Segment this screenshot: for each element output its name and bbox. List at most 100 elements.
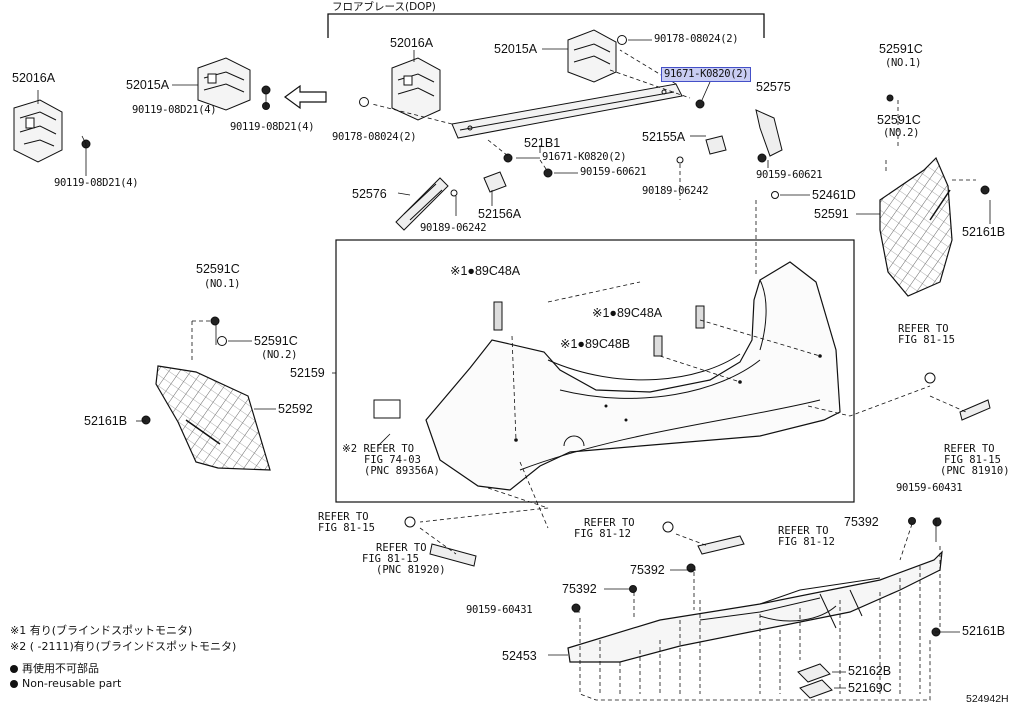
ref-line: FIG 81-15 [362, 553, 419, 565]
part-52169C [799, 679, 833, 699]
reflector-left [429, 543, 477, 567]
note-non-reusable-en: Non-reusable part [10, 677, 121, 690]
retainer-52155A [705, 135, 727, 155]
part-label-52461D[interactable]: 52461D [812, 188, 856, 202]
refer-fig-81-15-right-bottom[interactable]: REFER TO FIG 81-15 (PNC 81910) [940, 443, 1010, 477]
ref-line: ※2 REFER TO [342, 443, 415, 455]
ref-line: FIG 81-15 [944, 454, 1001, 466]
ref-line: REFER TO [376, 542, 427, 554]
refer-fig-81-12-b[interactable]: REFER TO FIG 81-12 [778, 526, 835, 548]
ref-line: FIG 81-15 [898, 334, 955, 346]
part-label-90119-mid-a[interactable]: 90119-08D21(4) [132, 104, 217, 116]
part-label-90119-mid-b[interactable]: 90119-08D21(4) [230, 121, 315, 133]
ref-line: (PNC 81910) [940, 465, 1010, 477]
part-label-90119-left[interactable]: 90119-08D21(4) [54, 177, 139, 189]
part-label-52015A-mid[interactable]: 52015A [126, 78, 170, 92]
part-label-90159-60431-left[interactable]: 90159-60431 [466, 604, 533, 616]
part-label-52159[interactable]: 52159 [290, 366, 325, 380]
part-label-52156A[interactable]: 52156A [478, 207, 522, 221]
part-label-52169C[interactable]: 52169C [848, 681, 892, 695]
note-non-reusable-jp: 再使用不可部品 [10, 660, 99, 676]
ref-line: REFER TO [584, 517, 635, 529]
refer-fig-81-12-a[interactable]: REFER TO FIG 81-12 [574, 518, 635, 540]
part-label-91671-highlighted[interactable]: 91671-K0820(2) [660, 67, 752, 82]
part-label-52161B-right[interactable]: 52161B [962, 225, 1006, 239]
part-label-89C48A-b[interactable]: ※1●89C48A [592, 306, 663, 320]
ref-line: REFER TO [778, 525, 829, 537]
lower-spoiler-52453 [567, 550, 943, 663]
mudguard-52592 [155, 365, 271, 471]
part-label-52155A[interactable]: 52155A [642, 130, 686, 144]
refer-fig-81-15-left-a[interactable]: REFER TO FIG 81-15 [318, 512, 375, 534]
bracket-52015A-top [567, 29, 617, 83]
ref-line: REFER TO [898, 323, 949, 335]
part-label-52161B-bottom[interactable]: 52161B [962, 624, 1006, 638]
bolts [81, 35, 990, 637]
part-label-91671-mid[interactable]: 91671-K0820(2) [542, 151, 627, 163]
garnish-81-12 [697, 535, 745, 555]
bullet-icon [10, 665, 18, 673]
part-label-90178-top[interactable]: 90178-08024(2) [654, 33, 739, 45]
ref-line: (PNC 81920) [376, 564, 446, 576]
ref-line: FIG 81-15 [318, 522, 375, 534]
part-label-52162B[interactable]: 52162B [848, 664, 892, 678]
reflector-right [959, 399, 991, 421]
part-label-52591C-l2[interactable]: 52591C [254, 334, 298, 348]
part-label-52015A-top[interactable]: 52015A [494, 42, 538, 56]
part-label-52453[interactable]: 52453 [502, 649, 537, 663]
part-label-90159-60431-right[interactable]: 90159-60431 [896, 482, 963, 494]
part-label-90189-b[interactable]: 90189-06242 [420, 222, 487, 234]
part-label-52591C-l1[interactable]: 52591C [196, 262, 240, 276]
part-label-521B1[interactable]: 521B1 [524, 136, 561, 150]
part-label-75392-left[interactable]: 75392 [562, 582, 597, 596]
diagram-id: 524942H [966, 693, 1009, 705]
part-label-90189-a[interactable]: 90189-06242 [642, 185, 709, 197]
note-4-text: Non-reusable part [22, 677, 122, 690]
part-label-52591C-r1[interactable]: 52591C [879, 42, 923, 56]
part-label-52591C-l1-sub: (NO.1) [204, 278, 241, 290]
part-label-52576[interactable]: 52576 [352, 187, 387, 201]
retainer-52575 [755, 109, 783, 157]
ref-line: FIG 81-12 [574, 528, 631, 540]
note-3-text: 再使用不可部品 [22, 662, 99, 675]
ref-line: REFER TO [944, 443, 995, 455]
mudguard-52591 [879, 156, 953, 297]
bullet-icon [10, 680, 18, 688]
ref-line: FIG 74-03 [364, 454, 421, 466]
part-label-90178-mid[interactable]: 90178-08024(2) [332, 131, 417, 143]
part-52162B [797, 663, 831, 683]
bracket-52015A-mid [197, 57, 251, 111]
ref-line: FIG 81-12 [778, 536, 835, 548]
bumper-cover-52159 [373, 261, 841, 491]
part-label-52591C-r2[interactable]: 52591C [877, 113, 921, 127]
part-label-52575[interactable]: 52575 [756, 80, 791, 94]
bumper-frame [335, 239, 855, 503]
part-label-52016A-left[interactable]: 52016A [12, 71, 56, 85]
part-label-90159-60621-a[interactable]: 90159-60621 [580, 166, 647, 178]
part-label-90159-60621-b[interactable]: 90159-60621 [756, 169, 823, 181]
part-label-52591-right[interactable]: 52591 [814, 207, 849, 221]
note-2: ※2 ( -2111)有り(ブラインドスポットモニタ) [10, 640, 237, 653]
part-label-52591C-l2-sub: (NO.2) [261, 349, 298, 361]
ref-line: REFER TO [318, 511, 369, 523]
part-label-75392-mid[interactable]: 75392 [630, 563, 665, 577]
part-label-52591C-r2-sub: (NO.2) [883, 127, 920, 139]
refer-fig-74-03[interactable]: ※2 REFER TO FIG 74-03 (PNC 89356A) [342, 444, 440, 477]
refer-fig-81-15-right-top[interactable]: REFER TO FIG 81-15 [898, 324, 955, 346]
retainer-52576 [395, 177, 449, 231]
floor-brace-title: フロアブレース(DOP) [332, 1, 436, 13]
refer-fig-81-15-left-b[interactable]: REFER TO FIG 81-15 (PNC 81920) [362, 542, 446, 576]
part-label-52592[interactable]: 52592 [278, 402, 313, 416]
part-label-89C48B[interactable]: ※1●89C48B [560, 337, 631, 351]
part-label-75392-right[interactable]: 75392 [844, 515, 879, 529]
note-1: ※1 有り(ブラインドスポットモニタ) [10, 624, 193, 637]
part-label-52161B-left[interactable]: 52161B [84, 414, 128, 428]
floor-brace-521B1 [451, 83, 683, 139]
part-label-52591C-r1-sub: (NO.1) [885, 57, 922, 69]
ref-line: (PNC 89356A) [364, 465, 440, 477]
part-label-52016A-top[interactable]: 52016A [390, 36, 434, 50]
bracket-52016A-left [13, 99, 63, 163]
part-label-89C48A-a[interactable]: ※1●89C48A [450, 264, 521, 278]
